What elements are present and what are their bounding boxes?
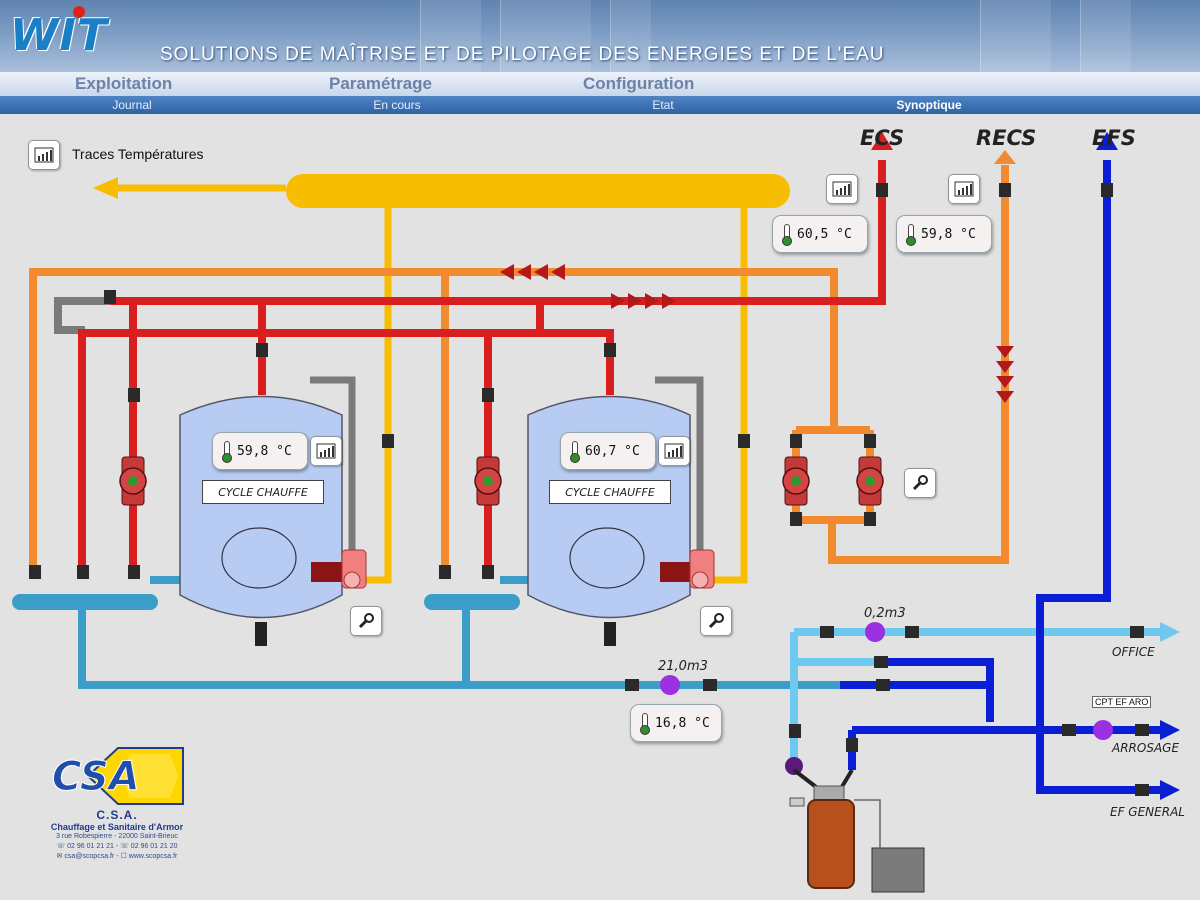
thermometer-icon: [221, 441, 232, 463]
ecs-temp-value: 60,5 °C: [797, 226, 852, 242]
chart-icon: [954, 181, 974, 197]
valves: [29, 183, 1149, 796]
primary-collector-2: [424, 594, 520, 610]
flow-arrows-hot: [611, 293, 676, 309]
wrench-icon: [708, 613, 724, 629]
menu-exploitation[interactable]: Exploitation: [75, 74, 173, 93]
meter-softener: [785, 757, 803, 775]
submenu-etat[interactable]: Etat: [652, 98, 674, 112]
tank2-temperature[interactable]: 60,7 °C: [560, 432, 656, 470]
label-ef-general: EF GENERAL: [1110, 805, 1185, 819]
main-menu: Exploitation Paramétrage Configuration: [0, 72, 1200, 96]
tank1-settings-button[interactable]: [350, 606, 382, 636]
tank2-temp-value: 60,7 °C: [585, 443, 640, 459]
bypass-pipe: [54, 297, 110, 334]
pump-recs-1[interactable]: [782, 456, 810, 506]
tank1-chart-button[interactable]: [310, 436, 342, 466]
company-info: C.S.A. Chauffage et Sanitaire d'Armor 3 …: [22, 808, 212, 862]
company-address: 3 rue Robespierre - 22000 Saint-Brieuc: [56, 833, 178, 840]
recs-chart-button[interactable]: [948, 174, 980, 204]
office-arrow: [1160, 622, 1180, 642]
arrosage-arrow: [1160, 720, 1180, 740]
company-name: C.S.A.: [96, 808, 138, 822]
csa-logo-text: CSA: [52, 754, 140, 800]
cold-water-temp-value: 16,8 °C: [655, 715, 710, 731]
chart-icon: [664, 443, 684, 459]
chart-icon: [832, 181, 852, 197]
tank1-temp-value: 59,8 °C: [237, 443, 292, 459]
meter-office: [865, 622, 885, 642]
recs-temp-value: 59,8 °C: [921, 226, 976, 242]
efs-arrow: [1096, 132, 1118, 150]
menu-configuration[interactable]: Configuration: [583, 74, 695, 93]
recs-pumps-settings-button[interactable]: [904, 468, 936, 498]
cold-water-light: [790, 628, 1160, 770]
meter-office-value: 0,2m3: [864, 606, 906, 621]
traces-label: Traces Températures: [72, 146, 204, 162]
label-ecs: ECS: [860, 126, 904, 150]
menu-parametrage[interactable]: Paramétrage: [329, 74, 433, 93]
company-full-name: Chauffage et Sanitaire d'Armor: [50, 822, 184, 832]
csa-logo: CSA: [52, 747, 184, 805]
thermometer-icon: [569, 441, 580, 463]
pump-1[interactable]: [119, 456, 147, 506]
label-arrosage: ARROSAGE: [1111, 741, 1179, 755]
company-web: ✉ csa@scopcsa.fr - ☐ www.scopcsa.fr: [56, 853, 178, 860]
meter-arrosage: [1093, 720, 1113, 740]
recs-arrow: [994, 150, 1016, 164]
label-recs: RECS: [976, 126, 1036, 150]
wrench-icon: [358, 613, 374, 629]
ecs-chart-button[interactable]: [826, 174, 858, 204]
ef-general-arrow: [1160, 780, 1180, 800]
label-efs: EFS: [1092, 126, 1136, 150]
pump-2[interactable]: [474, 456, 502, 506]
cpt-ef-aro-label: CPT EF ARO: [1092, 696, 1152, 708]
label-office: OFFICE: [1112, 645, 1155, 659]
wit-logo: WIT: [10, 10, 108, 61]
thermometer-icon: [905, 224, 916, 246]
tank1-cycle-status: CYCLE CHAUFFE: [202, 480, 324, 504]
thermometer-icon: [639, 713, 650, 735]
submenu-en-cours[interactable]: En cours: [373, 98, 421, 112]
tank2-chart-button[interactable]: [658, 436, 690, 466]
flow-arrows-return: [500, 264, 565, 280]
submenu-journal[interactable]: Journal: [112, 98, 152, 112]
wit-logo-dot: [73, 6, 85, 18]
tank2-settings-button[interactable]: [700, 606, 732, 636]
primary-collector-1: [12, 594, 158, 610]
recs-temperature[interactable]: 59,8 °C: [896, 215, 992, 253]
wrench-icon: [912, 475, 928, 491]
meter-main: [660, 675, 680, 695]
meter-main-value: 21,0m3: [658, 659, 708, 674]
thermometer-icon: [781, 224, 792, 246]
cold-water-temperature[interactable]: 16,8 °C: [630, 704, 722, 742]
sub-menu: Journal En cours Etat Synoptique: [0, 96, 1200, 114]
primary-circuit: [78, 576, 840, 689]
company-phone: ☏ 02 96 01 21 21 - ☏ 02 96 01 21 20: [56, 843, 178, 850]
pump-recs-2[interactable]: [856, 456, 884, 506]
chart-icon: [316, 443, 336, 459]
flow-arrows-recs: [996, 346, 1014, 403]
water-softener: [789, 768, 925, 893]
collector-arrow: [93, 177, 118, 199]
hydraulic-synoptic: ECS RECS EFS 0,2m3 21,0m3 OFFICE ARROSAG…: [12, 126, 1185, 893]
chart-icon: [34, 147, 54, 163]
traces-chart-button[interactable]: [28, 140, 60, 170]
ecs-arrow: [871, 132, 893, 150]
ecs-temperature[interactable]: 60,5 °C: [772, 215, 868, 253]
header-banner: WIT SOLUTIONS DE MAÎTRISE ET DE PILOTAGE…: [0, 0, 1200, 72]
submenu-synoptique[interactable]: Synoptique: [896, 98, 962, 112]
tank2-cycle-status: CYCLE CHAUFFE: [549, 480, 671, 504]
header-slogan: SOLUTIONS DE MAÎTRISE ET DE PILOTAGE DES…: [160, 44, 885, 65]
tank1-temperature[interactable]: 59,8 °C: [212, 432, 308, 470]
